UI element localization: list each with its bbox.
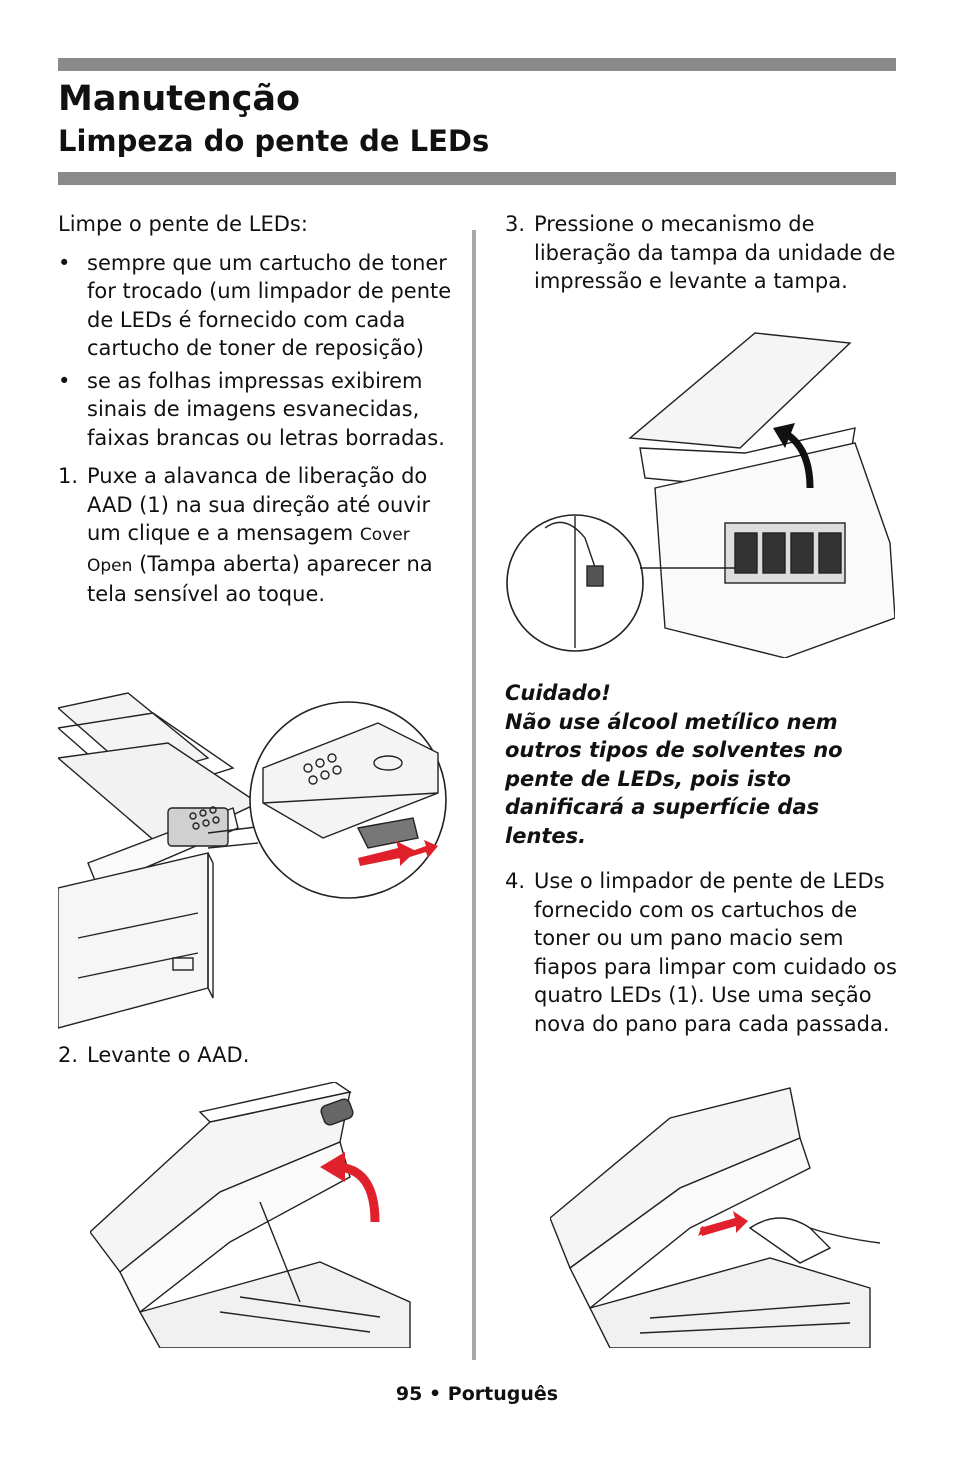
header-bottom-bar (58, 172, 896, 185)
display-message: Cover Open (87, 525, 410, 576)
caution-text: Não use álcool metílico nem outros tipos… (505, 709, 843, 848)
led-cleaning-illustration-icon (550, 1087, 880, 1348)
step-number: 4. (505, 869, 526, 893)
print-unit-cover-illustration-icon (506, 332, 895, 658)
step-text: Pressione o mecanismo de liberação da ta… (534, 212, 896, 293)
step-text: (Tampa aberta) aparecer na tela sensível… (87, 551, 433, 607)
step-text: Levante o AAD. (87, 1043, 250, 1067)
footer-language: Português (447, 1383, 559, 1405)
page-footer: 95 • Português (0, 1383, 954, 1405)
bullet-text: se as folhas impressas exibirem sinais d… (87, 368, 445, 450)
right-column-top: 3. Pressione o mecanismo de liberação da… (505, 210, 900, 296)
step-4: 4. Use o limpador de pente de LEDs forne… (505, 867, 900, 1038)
bullet-separator-icon: • (429, 1383, 442, 1405)
caution-heading: Cuidado! (505, 681, 611, 705)
step-number: 1. (58, 464, 79, 488)
step-text: Puxe a alavanca de liberação do AAD (1) … (87, 464, 431, 545)
page-number: 95 (395, 1383, 423, 1405)
page-title: Manutenção (58, 79, 301, 119)
adf-lever-illustration-icon (58, 692, 447, 1029)
intro-text: Limpe o pente de LEDs: (58, 212, 308, 236)
step-3: 3. Pressione o mecanismo de liberação da… (505, 210, 900, 296)
bullet-list: • sempre que um cartucho de toner for tro… (58, 249, 453, 453)
page-subtitle: Limpeza do pente de LEDs (58, 124, 490, 158)
bullet-item: • se as folhas impressas exibirem sinais … (58, 367, 453, 453)
caution-block: Cuidado! Não use álcool metílico nem out… (505, 679, 900, 850)
column-divider (472, 230, 476, 1360)
bullet-text: sempre que um cartucho de toner for troc… (87, 250, 452, 361)
step-1: 1. Puxe a alavanca de liberação do AAD (… (58, 462, 453, 609)
left-column: Limpe o pente de LEDs: • sempre que um ca… (58, 210, 453, 609)
bullet-item: • sempre que um cartucho de toner for tro… (58, 249, 453, 363)
step-number: 2. (58, 1043, 79, 1067)
step-2: 2. Levante o AAD. (58, 1041, 453, 1070)
step-text: Use o limpador de pente de LEDs fornecid… (534, 869, 897, 1036)
bullet-dot-icon: • (58, 250, 71, 275)
step-4-block: 4. Use o limpador de pente de LEDs forne… (505, 867, 900, 1038)
header-top-bar (58, 58, 896, 71)
adf-lifted-illustration-icon (90, 1082, 411, 1348)
bullet-dot-icon: • (58, 368, 71, 393)
step-number: 3. (505, 212, 526, 236)
